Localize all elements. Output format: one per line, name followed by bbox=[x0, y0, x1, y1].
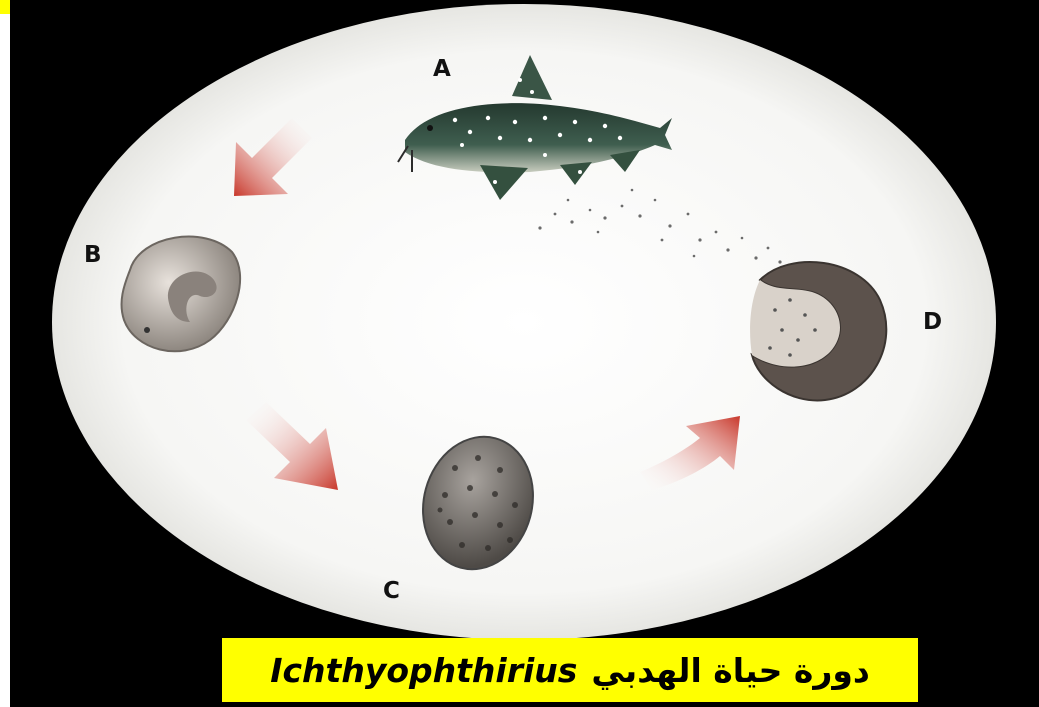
caption-box: دورة حياة الهدبي Ichthyophthirius bbox=[222, 638, 918, 702]
caption-arabic-text: دورة حياة الهدبي bbox=[591, 651, 869, 690]
stage-label-d: D bbox=[923, 311, 942, 334]
ruptured-cyst-releasing-theronts-icon bbox=[750, 262, 886, 400]
stage-label-b: B bbox=[84, 244, 102, 267]
stage-label-a: A bbox=[433, 58, 451, 81]
stage-label-c: C bbox=[383, 580, 400, 603]
caption-latin-text: Ichthyophthirius bbox=[270, 651, 577, 690]
